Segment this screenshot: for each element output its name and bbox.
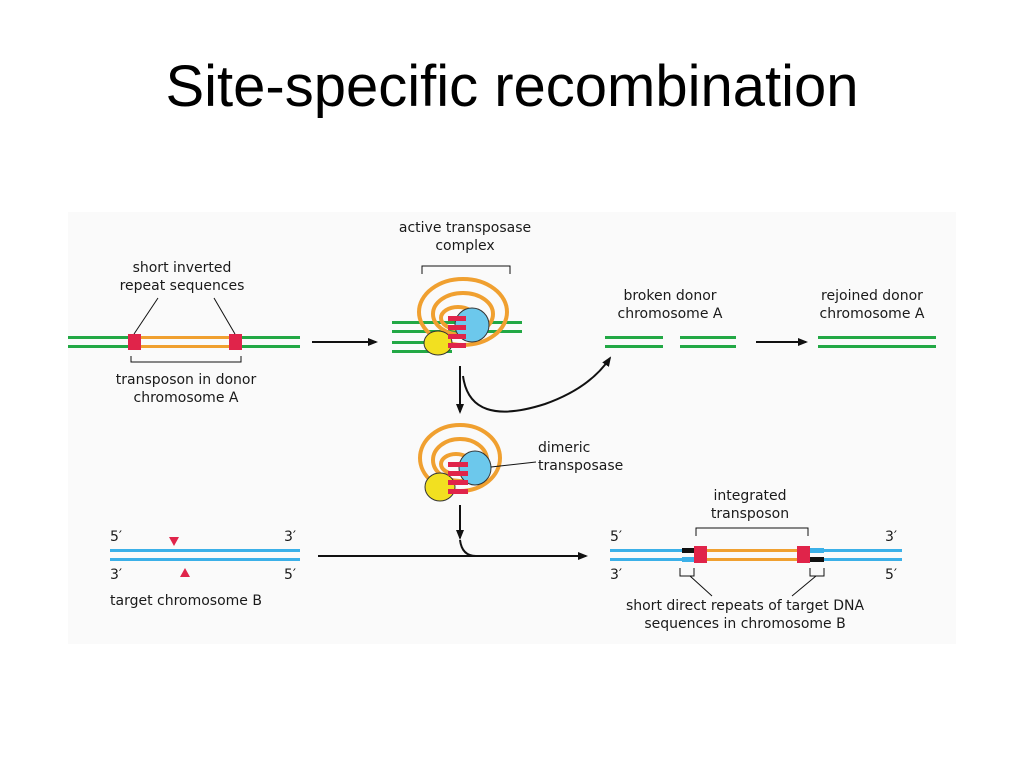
- end-5-right-bottom: 5′: [885, 567, 897, 583]
- target-chromosome: [110, 537, 300, 577]
- label-short-inverted-1: short inverted: [133, 260, 232, 276]
- label-transposon-donor-1: transposon in donor: [116, 372, 257, 388]
- end-3-left-top: 3′: [284, 529, 296, 545]
- label-active-complex-2: complex: [435, 238, 494, 254]
- label-integrated-2: transposon: [711, 506, 789, 522]
- bracket-direct-repeat-right: [809, 568, 825, 577]
- end-3-left-bottom: 3′: [110, 567, 122, 583]
- inverted-repeat-left: [128, 334, 141, 350]
- label-rejoined-donor-2: chromosome A: [820, 306, 925, 322]
- label-rejoined-donor-1: rejoined donor: [821, 288, 923, 304]
- bracket-transposon: [130, 356, 242, 363]
- arrow-to-broken-donor: [462, 356, 612, 413]
- integrated-transposon-segment: [707, 549, 797, 552]
- end-3-right-bottom: 3′: [610, 567, 622, 583]
- figure-panel: [68, 212, 956, 644]
- bracket-active-complex: [421, 265, 511, 274]
- direct-repeat-left: [682, 548, 696, 553]
- label-transposon-donor-2: chromosome A: [134, 390, 239, 406]
- integrated-repeat-left: [694, 546, 707, 563]
- active-transposase-complex: [392, 277, 522, 356]
- end-5-right-top: 5′: [610, 529, 622, 545]
- transposon-segment: [140, 336, 230, 339]
- inverted-repeat-right: [229, 334, 242, 350]
- label-integrated-1: integrated: [713, 488, 786, 504]
- label-dimeric-1: dimeric: [538, 440, 590, 456]
- slide-title: Site-specific recombination: [165, 54, 859, 119]
- dimeric-transposase-complex: [418, 423, 502, 502]
- label-dimeric-2: transposase: [538, 458, 623, 474]
- rejoined-donor-chromosome: [818, 336, 936, 348]
- label-broken-donor-1: broken donor: [623, 288, 716, 304]
- bracket-direct-repeat-left: [679, 568, 695, 577]
- bracket-integrated: [695, 527, 809, 536]
- integrated-repeat-right: [797, 546, 810, 563]
- donor-chromosome-with-transposon: [68, 334, 300, 350]
- label-broken-donor-2: chromosome A: [618, 306, 723, 322]
- direct-repeat-right: [810, 557, 824, 562]
- end-5-left-top: 5′: [110, 529, 122, 545]
- label-target-chromosome: target chromosome B: [110, 593, 262, 609]
- label-active-complex-1: active transposase: [399, 220, 531, 236]
- label-short-inverted-2: repeat sequences: [120, 278, 245, 294]
- end-3-right-top: 3′: [885, 529, 897, 545]
- integrated-chromosome: [610, 546, 902, 563]
- label-short-direct-1: short direct repeats of target DNA: [626, 598, 864, 614]
- end-5-left-bottom: 5′: [284, 567, 296, 583]
- cut-site-bottom-marker: [180, 568, 190, 577]
- cut-site-top-marker: [169, 537, 179, 546]
- broken-donor-chromosome: [605, 336, 736, 348]
- label-short-direct-2: sequences in chromosome B: [644, 616, 845, 632]
